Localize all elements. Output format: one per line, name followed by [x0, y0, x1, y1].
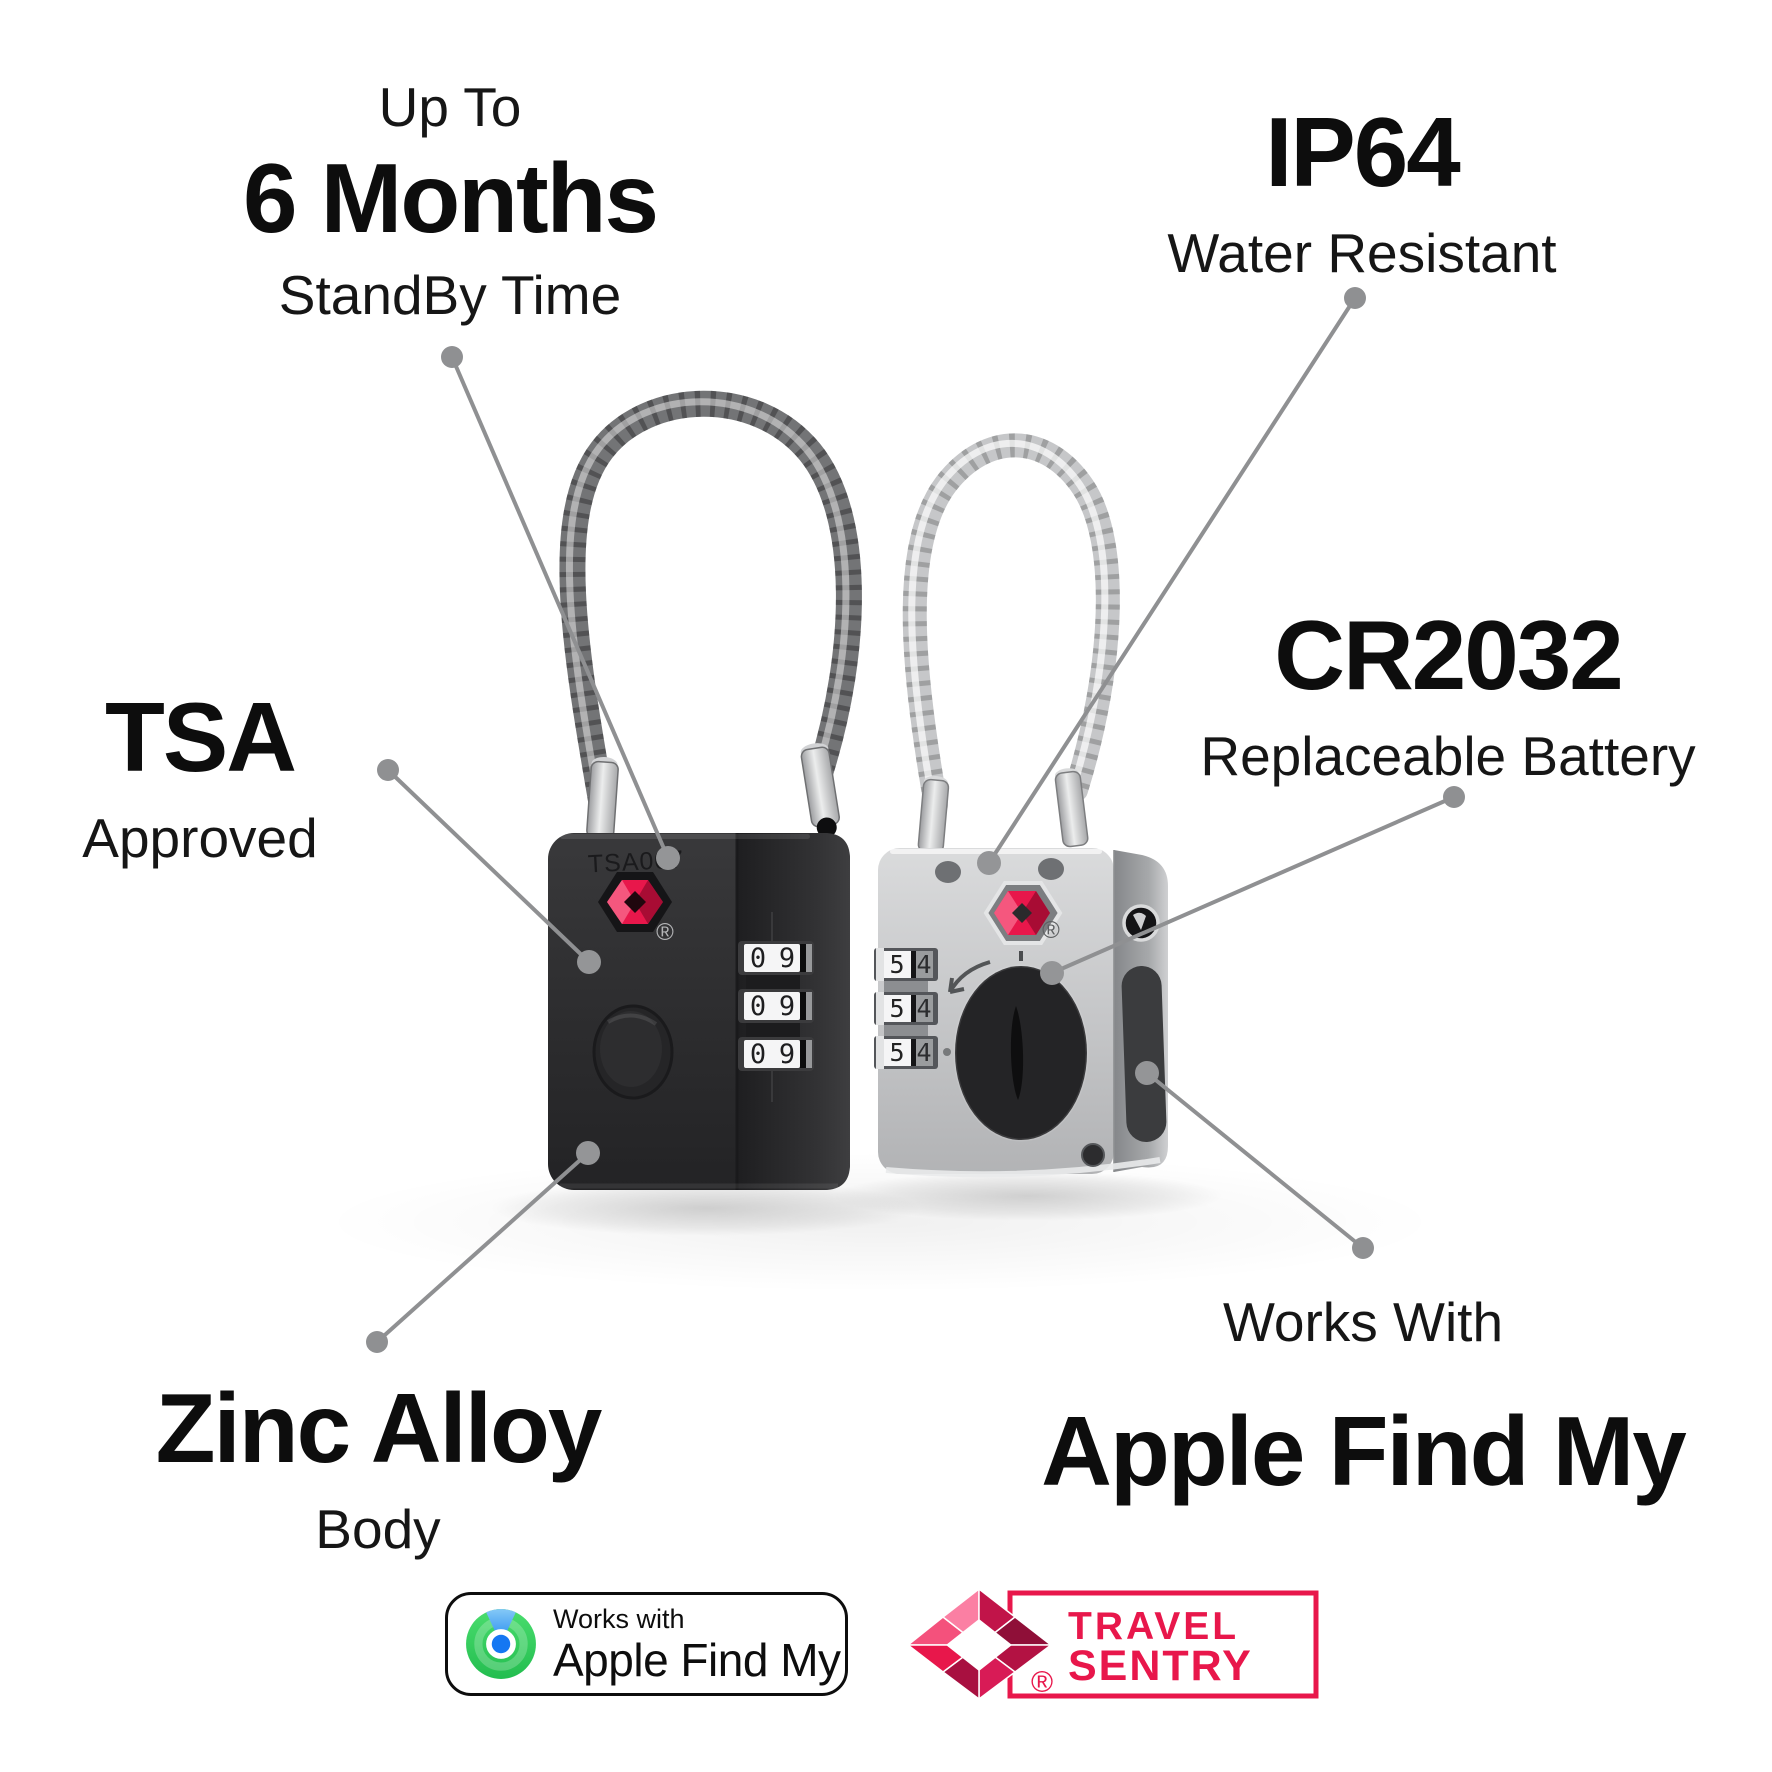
black-lock-registered-mark: ®	[656, 919, 674, 946]
svg-text:9: 9	[779, 943, 795, 974]
silver-lock-dials: 5 4 5 4 5	[874, 948, 938, 1069]
black-lock: TSA007 ®	[548, 390, 862, 1190]
silver-lock-shadow	[833, 1171, 1223, 1221]
dial-window: 0 9	[738, 941, 814, 975]
waterproof-value: IP64	[1265, 97, 1461, 207]
svg-text:9: 9	[779, 991, 795, 1022]
screw-icon	[935, 861, 961, 883]
callout-line-waterproof	[977, 287, 1366, 875]
callout-waterproof-label: IP64 Water Resistant	[1167, 97, 1556, 289]
callout-line-tsa	[377, 759, 601, 974]
callout-findmy-label: Works With Apple Find My	[1041, 1291, 1687, 1506]
dial-window: 0 9	[738, 989, 814, 1023]
dial-window: 5 4	[874, 948, 938, 981]
callout-material-label: Zinc Alloy Body	[155, 1373, 603, 1565]
findmy-badge: Works with Apple Find My	[445, 1592, 848, 1696]
findmy-badge-small-text: Works with	[553, 1603, 685, 1634]
black-lock-shadow	[490, 1180, 920, 1236]
screw-icon	[1038, 858, 1064, 880]
black-lock-dials: 0 9 0 9 0 9	[738, 912, 814, 1102]
silver-lock-cable-icon	[902, 433, 1120, 817]
svg-text:5: 5	[889, 1038, 904, 1067]
callout-standby-label: Up To 6 Months StandBy Time	[242, 71, 659, 331]
callout-line-standby	[441, 346, 680, 870]
callout-line-material	[366, 1141, 600, 1353]
callout-line-findmy	[1135, 1061, 1374, 1259]
travel-sentry-registered-mark: ®	[1031, 1666, 1053, 1699]
svg-text:5: 5	[889, 950, 904, 979]
waterproof-caption: Water Resistant	[1167, 222, 1557, 284]
silver-lock-ferrule-right	[1054, 768, 1089, 848]
black-lock-ferrule-left	[586, 756, 619, 840]
svg-text:0: 0	[750, 943, 766, 974]
material-caption: Body	[315, 1498, 441, 1560]
screw-icon	[1081, 1143, 1105, 1167]
tsa-diamond-icon	[598, 872, 672, 932]
tsa-caption: Approved	[82, 807, 318, 869]
dial-window: 0 9	[738, 1037, 814, 1071]
standby-prefix: Up To	[378, 76, 522, 138]
travel-sentry-box	[1007, 1590, 1319, 1699]
svg-text:4: 4	[916, 994, 931, 1023]
standby-value: 6 Months	[242, 143, 659, 253]
tsa-value: TSA	[104, 682, 297, 792]
side-panel	[1121, 966, 1167, 1142]
findmy-badge-large-text: Apple Find My	[553, 1633, 841, 1686]
findmy-prefix: Works With	[1222, 1291, 1504, 1353]
black-lock-cable-icon	[559, 390, 862, 813]
tsa-diamond-icon	[983, 881, 1063, 945]
black-lock-ferrule-right	[800, 743, 840, 838]
silver-lock-registered-mark: ®	[1042, 917, 1060, 944]
callout-tsa-label: TSA Approved	[82, 682, 317, 874]
standby-caption: StandBy Time	[278, 264, 622, 326]
svg-text:0: 0	[750, 1039, 766, 1070]
battery-value: CR2032	[1274, 600, 1624, 710]
findmy-icon	[466, 1609, 536, 1679]
svg-text:0: 0	[750, 991, 766, 1022]
black-lock-button	[592, 1004, 674, 1100]
callout-line-battery	[1040, 786, 1465, 985]
callout-battery-label: CR2032 Replaceable Battery	[1200, 600, 1695, 792]
callout-lines	[366, 287, 1465, 1353]
silver-lock: ®	[874, 433, 1168, 1178]
battery-caption: Replaceable Battery	[1200, 725, 1696, 787]
travel-sentry-word1: TRAVEL	[1068, 1605, 1239, 1648]
travel-sentry-word2: SENTRY	[1068, 1642, 1253, 1690]
findmy-value: Apple Find My	[1041, 1396, 1687, 1506]
dial-window: 5 4	[874, 1036, 938, 1069]
svg-text:9: 9	[779, 1039, 795, 1070]
travel-sentry-diamond-icon	[905, 1587, 1054, 1701]
battery-cover	[943, 951, 1089, 1142]
dial-window: 5 4	[874, 992, 938, 1025]
svg-text:4: 4	[916, 950, 931, 979]
svg-text:5: 5	[889, 994, 904, 1023]
material-value: Zinc Alloy	[155, 1373, 603, 1483]
travel-sentry-badge: ® TRAVEL SENTRY	[905, 1587, 1319, 1701]
svg-text:4: 4	[916, 1038, 931, 1067]
